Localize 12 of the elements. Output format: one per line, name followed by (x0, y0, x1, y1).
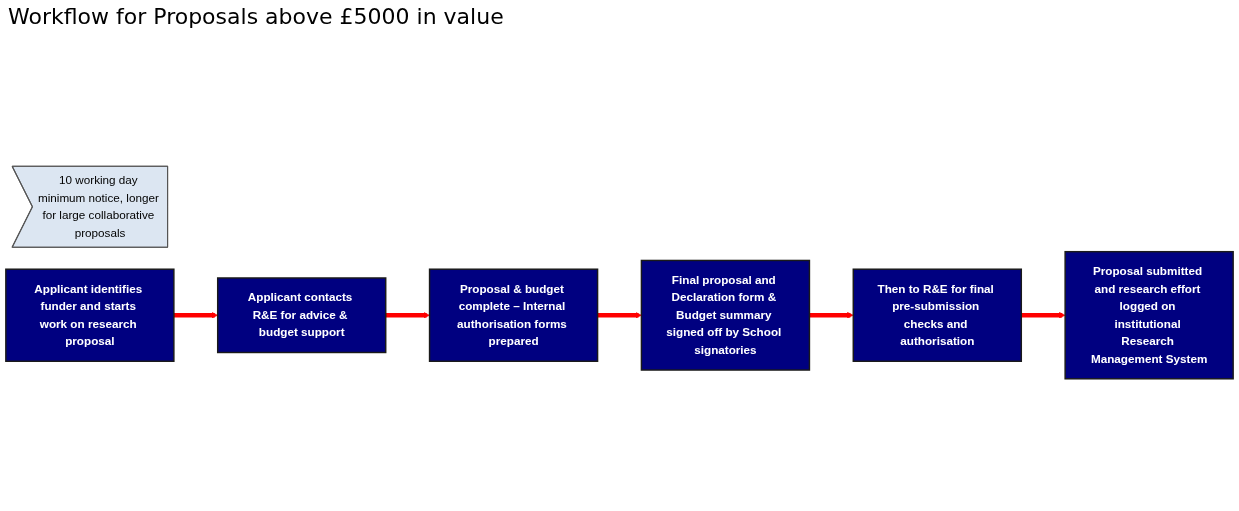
diagram-title: Workflow for Proposals above £5000 in value (8, 4, 504, 29)
arrow (597, 312, 642, 319)
node-box: Applicant contacts R&E for advice & budget support (216, 277, 387, 354)
arrow (385, 312, 430, 319)
arrow (173, 312, 218, 319)
node-box: Proposal submitted and research effort logged on institutional Research Management System (1064, 250, 1234, 380)
node-box: Final proposal and Declaration form & Budget summary signed off by School signatories (640, 259, 811, 371)
arrow (809, 312, 854, 319)
arrow (1021, 312, 1066, 319)
node-box: Then to R&E for final pre-submission checks and authorisation (852, 268, 1023, 362)
node-box: Proposal & budget complete – Internal authorisation forms prepared (428, 268, 599, 362)
node-box: Applicant identifies funder and starts work on research proposal (5, 268, 175, 362)
